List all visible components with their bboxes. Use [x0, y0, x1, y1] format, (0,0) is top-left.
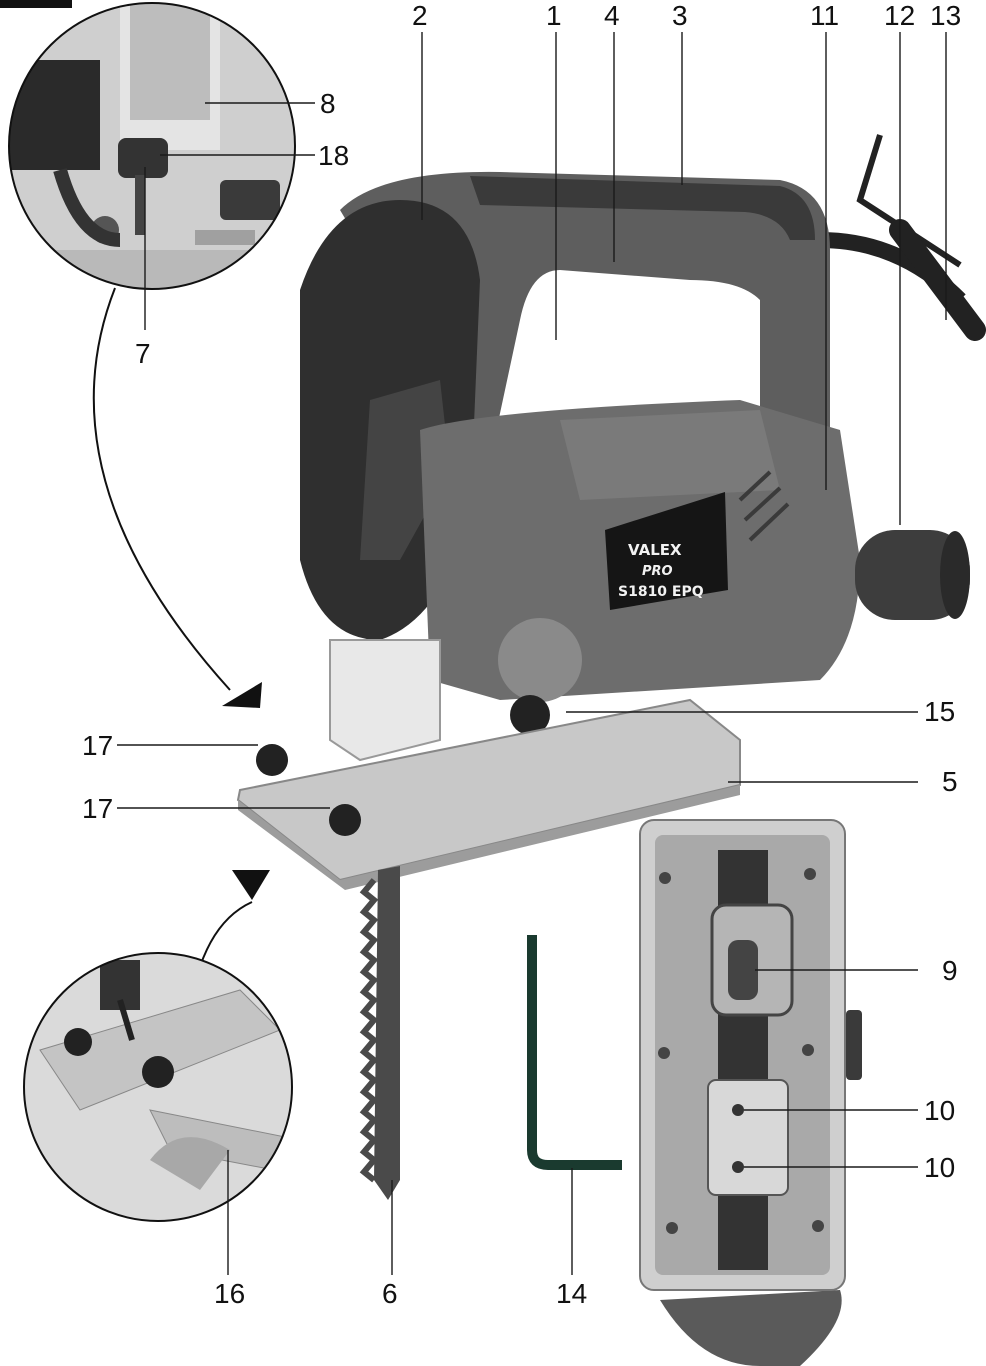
jigsaw-main: VALEX PRO S1810 EPQ: [236, 134, 986, 1200]
callout-8: 8: [320, 88, 336, 119]
callout-5: 5: [942, 766, 958, 797]
page-tab-marker: [0, 0, 72, 8]
callout-4: 4: [604, 0, 620, 31]
brand-text: VALEX: [628, 541, 682, 559]
callout-16: 16: [214, 1278, 246, 1309]
saw-blade: [374, 866, 400, 1200]
model-text: S1810 EPQ: [618, 584, 704, 600]
arrow-head-up: [222, 682, 262, 708]
callout-18: 18: [318, 140, 350, 171]
callout-6: 6: [382, 1278, 398, 1309]
base-knob-1: [256, 744, 288, 776]
arrow-head-down: [232, 870, 270, 900]
hex-key: [527, 935, 622, 1170]
callout-12: 12: [884, 0, 916, 31]
callout-17-top: 17: [82, 730, 114, 761]
model-label-plate: [605, 492, 728, 610]
callout-10-top: 10: [924, 1095, 956, 1126]
callout-2: 2: [412, 0, 428, 31]
base-knob-2: [329, 804, 361, 836]
series-text: PRO: [642, 564, 673, 579]
base-bottom-view: [639, 819, 862, 1366]
callout-1: 1: [546, 0, 562, 31]
callout-13: 13: [930, 0, 962, 31]
inset-parallel-guide: [23, 952, 293, 1222]
callout-7: 7: [135, 338, 151, 369]
callout-10-bottom: 10: [924, 1152, 956, 1183]
callout-14: 14: [556, 1278, 588, 1309]
leader-lines: [117, 32, 947, 1275]
callout-11: 11: [810, 0, 840, 31]
callout-3: 3: [672, 0, 688, 31]
callout-17-bottom: 17: [82, 793, 114, 824]
callout-15: 15: [924, 696, 956, 727]
arrow-curve-top: [92, 287, 231, 691]
callout-9: 9: [942, 955, 958, 986]
